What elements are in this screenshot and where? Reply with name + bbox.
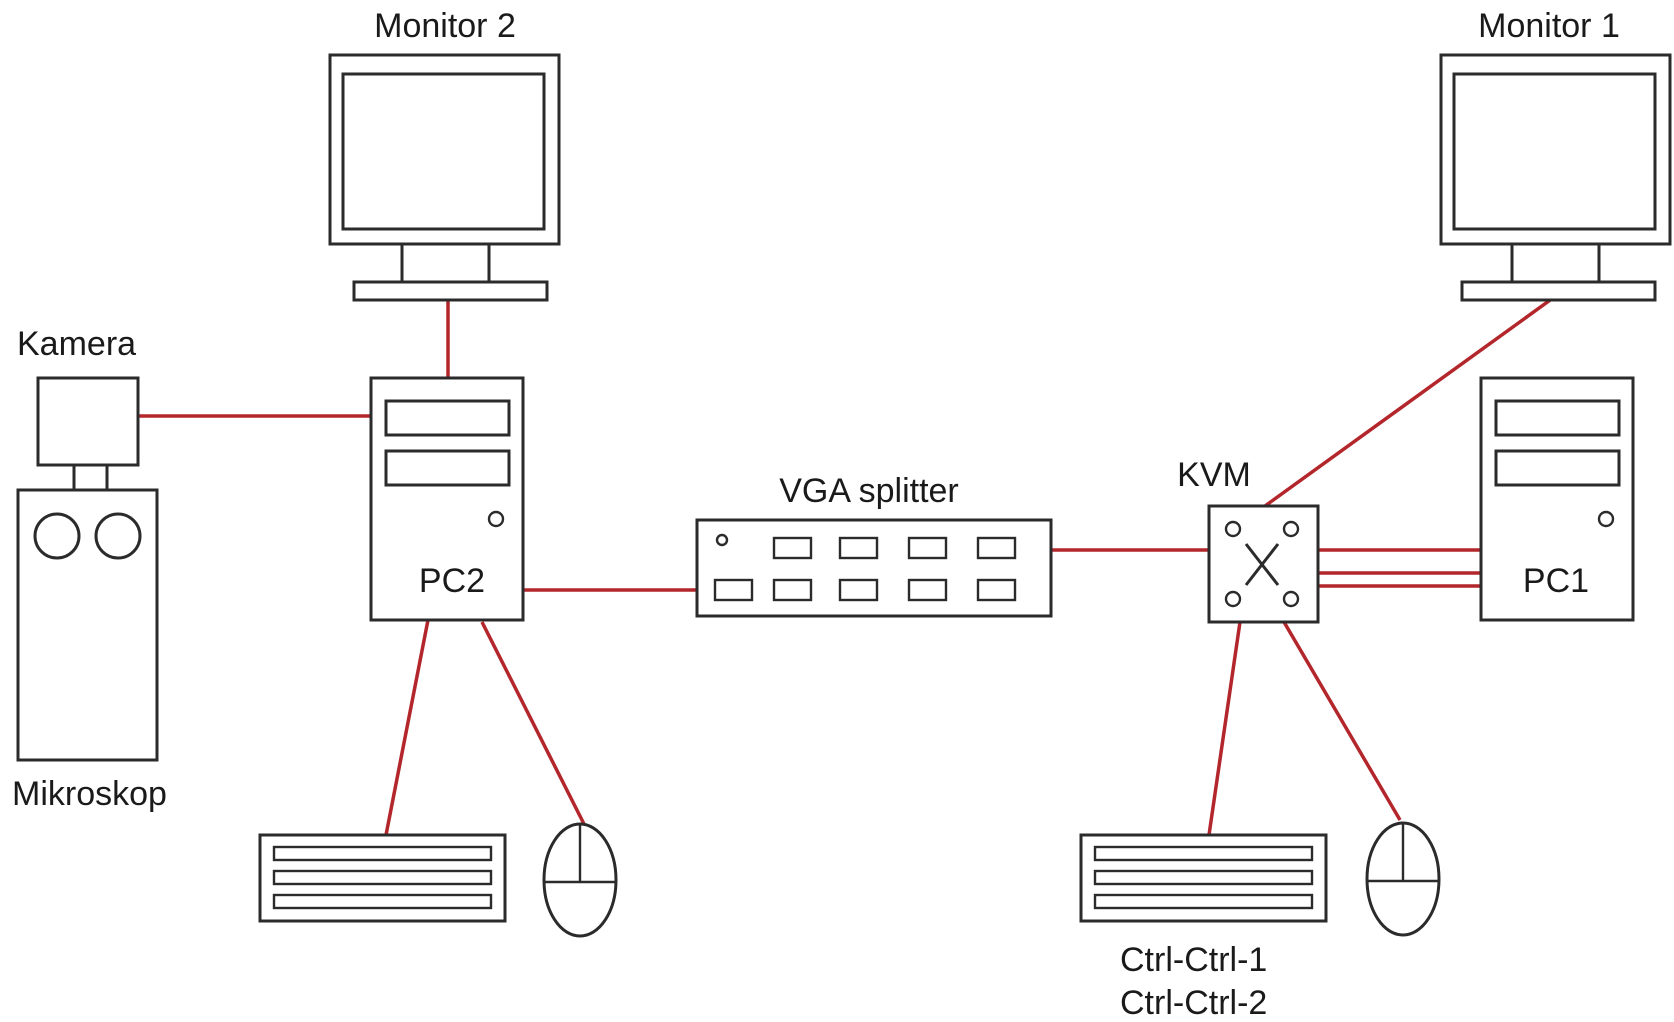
vga-splitter: VGA splitter [695,472,1053,618]
cable-pc2-mouse [480,621,586,825]
kvm-hotkeys: Ctrl-Ctrl-1 Ctrl-Ctrl-2 [1120,941,1267,1022]
keyboard-icon [1079,833,1328,923]
kvm-keyboard [1079,833,1328,923]
pc2-label: PC2 [419,562,485,600]
monitor-icon [1439,53,1672,302]
microscope-icon [16,463,159,762]
keyboard-icon [258,833,507,923]
monitor-icon [328,53,561,302]
mouse-icon [1365,821,1441,937]
kvm-mouse [1365,821,1441,937]
cable-monitor1-kvm [1263,296,1555,508]
cable-pc2-keyboard [384,619,430,836]
pc2-mouse [542,822,618,938]
kamera-label: Kamera [17,325,136,363]
vga-splitter-label: VGA splitter [779,472,959,510]
cable-kvm-keyboard [1207,621,1242,836]
pc-tower-icon [369,376,525,622]
vga-splitter-icon [695,518,1053,618]
kvm-label: KVM [1177,456,1251,494]
kvm: KVM [1177,456,1320,624]
monitor-1: Monitor 1 [1439,7,1672,302]
pc2: PC2 [369,376,525,622]
cable-kvm-mouse [1282,621,1402,821]
pc2-keyboard [258,833,507,923]
kvm-switch-icon [1207,504,1320,624]
camera-icon [36,376,140,467]
pc-tower-icon [1479,376,1635,622]
mikroskop-label: Mikroskop [12,775,167,813]
monitor-2: Monitor 2 [328,7,561,302]
mouse-icon [542,822,618,938]
monitor-1-label: Monitor 1 [1478,7,1620,45]
pc1-label: PC1 [1523,562,1589,600]
kamera: Kamera [17,325,140,467]
hotkey-1-label: Ctrl-Ctrl-1 [1120,941,1267,979]
pc1: PC1 [1479,376,1635,622]
hotkey-2-label: Ctrl-Ctrl-2 [1120,984,1267,1022]
monitor-2-label: Monitor 2 [374,7,516,45]
mikroskop: Mikroskop [12,463,167,813]
